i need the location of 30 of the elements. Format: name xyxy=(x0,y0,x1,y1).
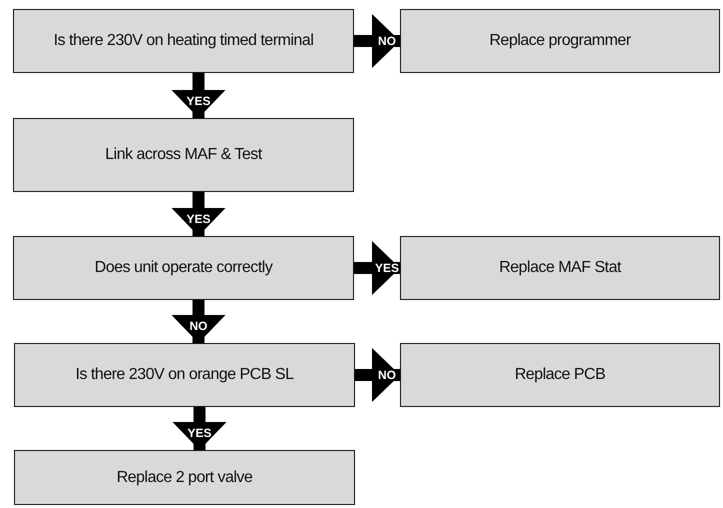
process-box xyxy=(14,450,355,505)
box-text: Link across MAF & Test xyxy=(105,146,262,164)
box-text: Is there 230V on heating timed terminal xyxy=(54,32,314,50)
edge-label: NO xyxy=(190,320,208,332)
process-box xyxy=(13,118,354,192)
process-box xyxy=(400,343,720,407)
process-box xyxy=(13,9,354,73)
box-text: Replace MAF Stat xyxy=(499,259,621,277)
process-box xyxy=(13,236,354,300)
block-arrow xyxy=(355,348,400,402)
box-text: Replace 2 port valve xyxy=(116,468,252,486)
process-box xyxy=(400,236,720,300)
block-arrow xyxy=(172,192,226,236)
edge-label: NO xyxy=(378,369,396,381)
process-box xyxy=(400,9,720,73)
block-arrow xyxy=(354,241,400,295)
block-arrow xyxy=(354,14,400,68)
box-text: Replace PCB xyxy=(514,366,606,384)
box-text: Does unit operate correctly xyxy=(94,259,272,277)
edge-label: YES xyxy=(188,427,212,439)
block-arrow xyxy=(172,73,226,118)
block-arrow xyxy=(172,407,226,450)
edge-label: YES xyxy=(186,95,210,107)
edge-label: NO xyxy=(378,35,396,47)
box-text: Replace programmer xyxy=(489,32,631,50)
edge-label: YES xyxy=(186,213,210,225)
process-box xyxy=(14,343,355,407)
block-arrow xyxy=(172,300,226,343)
edge-label: YES xyxy=(375,262,399,274)
box-text: Is there 230V on orange PCB SL xyxy=(75,366,294,384)
